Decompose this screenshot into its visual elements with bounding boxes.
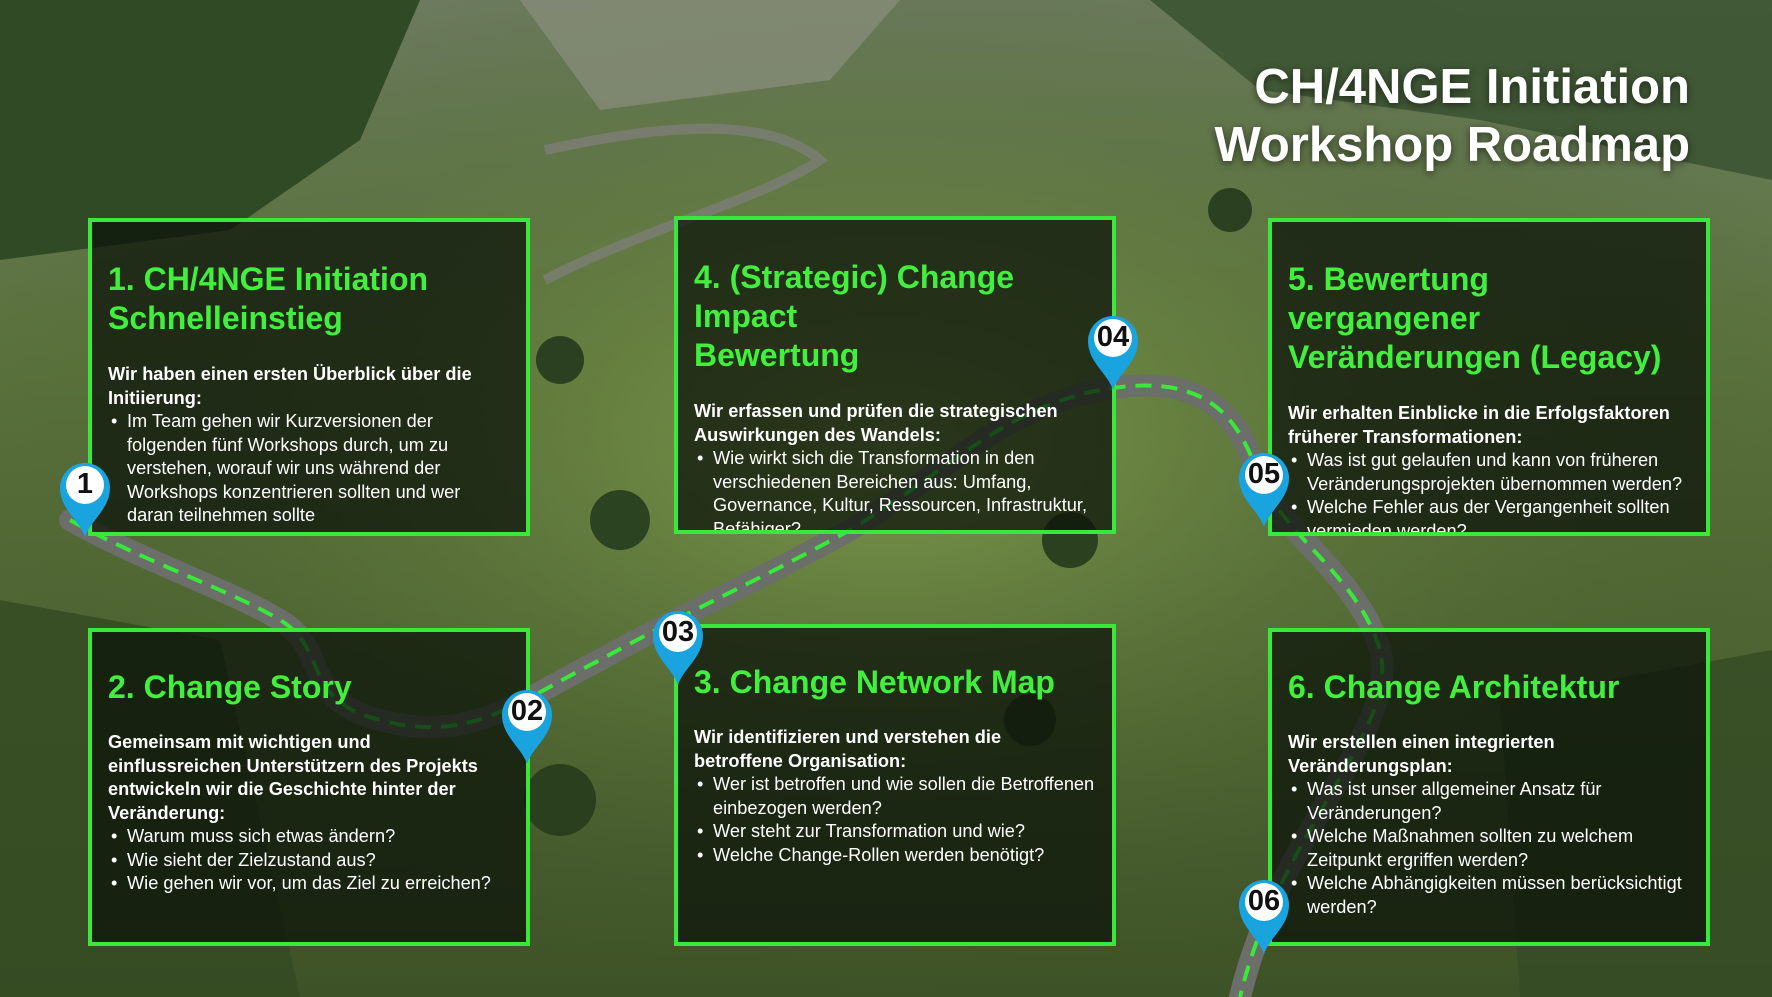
pin-shape-2	[502, 690, 552, 764]
card-5-heading: 5. Bewertung vergangener Veränderungen (…	[1288, 260, 1689, 377]
card-1-bullet-1: Im Team gehen wir Kurzversionen der folg…	[108, 410, 509, 528]
pin-2-label: 02	[510, 695, 544, 727]
pin-shape-4	[1088, 316, 1138, 390]
title-line-2: Workshop Roadmap	[1214, 118, 1690, 172]
map-pin-5-icon: 05	[1233, 447, 1295, 529]
card-1-heading-line-1: 1. CH/4NGE Initiation	[108, 261, 429, 297]
card-4-bullet-1: Wie wirkt sich die Transformation in den…	[694, 447, 1095, 530]
card-6-heading-line-1: 6. Change Architektur	[1288, 669, 1620, 705]
card-3-bullets: Wer ist betroffen und wie sollen die Bet…	[694, 773, 1095, 867]
card-3-bullet-1: Wer ist betroffen und wie sollen die Bet…	[694, 773, 1095, 820]
workshop-card-5: 5. Bewertung vergangener Veränderungen (…	[1268, 218, 1710, 536]
card-5-bullet-2: Welche Fehler aus der Vergangenheit soll…	[1288, 496, 1689, 532]
card-6-heading: 6. Change Architektur	[1288, 668, 1689, 707]
map-pin-2-icon: 02	[496, 684, 558, 766]
card-2-bullet-3: Wie gehen wir vor, um das Ziel zu erreic…	[108, 872, 509, 896]
card-6-bullet-2: Welche Maßnahmen sollten zu welchem Zeit…	[1288, 825, 1689, 872]
card-3-heading-line-1: 3. Change Network Map	[694, 664, 1055, 700]
card-4-heading-line-2: Bewertung	[694, 337, 860, 373]
pin-shape-1	[60, 463, 110, 537]
card-2-bullets: Warum muss sich etwas ändern? Wie sieht …	[108, 825, 509, 896]
card-6-bullet-3: Welche Abhängigkeiten müssen berücksicht…	[1288, 872, 1689, 919]
card-5-heading-line-1: 5. Bewertung vergangener	[1288, 261, 1489, 336]
pin-shape-6	[1239, 880, 1289, 954]
card-3-intro: Wir identifizieren und verstehen die bet…	[694, 727, 1002, 771]
pin-3-label: 03	[661, 616, 695, 648]
card-1-intro: Wir haben einen ersten Überblick über di…	[108, 364, 472, 408]
card-1-heading-line-2: Schnelleinstieg	[108, 300, 343, 336]
title-line-1: CH/4NGE Initiation	[1254, 60, 1690, 114]
card-5-bullets: Was ist gut gelaufen und kann von früher…	[1288, 449, 1689, 532]
map-pin-1-icon: 1	[54, 457, 116, 539]
card-4-bullets: Wie wirkt sich die Transformation in den…	[694, 447, 1095, 530]
card-5-intro: Wir erhalten Einblicke in die Erfolgsfak…	[1288, 403, 1670, 447]
workshop-card-3: 3. Change Network Map Wir identifizieren…	[674, 624, 1116, 946]
map-pin-6-icon: 06	[1233, 874, 1295, 956]
card-2-heading-line-1: 2. Change Story	[108, 669, 352, 705]
pin-shape-3	[653, 611, 703, 685]
workshop-card-1: 1. CH/4NGE Initiation Schnelleinstieg Wi…	[88, 218, 530, 536]
card-1-bullets: Im Team gehen wir Kurzversionen der folg…	[108, 410, 509, 528]
card-3-heading: 3. Change Network Map	[694, 663, 1095, 702]
workshop-card-4: 4. (Strategic) Change Impact Bewertung W…	[674, 216, 1116, 534]
card-6-bullets: Was ist unser allgemeiner Ansatz für Ver…	[1288, 778, 1689, 919]
workshop-card-6: 6. Change Architektur Wir erstellen eine…	[1268, 628, 1710, 946]
roadmap-title: CH/4NGE Initiation Workshop Roadmap	[990, 58, 1690, 174]
card-5-heading-line-2: Veränderungen (Legacy)	[1288, 339, 1662, 375]
pin-5-label: 05	[1247, 458, 1281, 490]
card-3-bullet-2: Wer steht zur Transformation und wie?	[694, 820, 1095, 844]
card-1-heading: 1. CH/4NGE Initiation Schnelleinstieg	[108, 260, 509, 338]
card-2-heading: 2. Change Story	[108, 668, 509, 707]
workshop-card-2: 2. Change Story Gemeinsam mit wichtigen …	[88, 628, 530, 946]
pin-1-label: 1	[76, 468, 94, 500]
card-6-intro: Wir erstellen einen integrierten Verände…	[1288, 732, 1555, 776]
card-2-bullet-1: Warum muss sich etwas ändern?	[108, 825, 509, 849]
card-5-bullet-1: Was ist gut gelaufen und kann von früher…	[1288, 449, 1689, 496]
card-3-bullet-3: Welche Change-Rollen werden benötigt?	[694, 844, 1095, 868]
card-2-intro: Gemeinsam mit wichtigen und einflussreic…	[108, 732, 478, 823]
card-4-heading: 4. (Strategic) Change Impact Bewertung	[694, 258, 1095, 375]
pin-4-label: 04	[1096, 321, 1130, 353]
card-4-intro: Wir erfassen und prüfen die strategische…	[694, 401, 1058, 445]
card-6-bullet-1: Was ist unser allgemeiner Ansatz für Ver…	[1288, 778, 1689, 825]
map-pin-4-icon: 04	[1082, 310, 1144, 392]
card-2-bullet-2: Wie sieht der Zielzustand aus?	[108, 849, 509, 873]
card-4-heading-line-1: 4. (Strategic) Change Impact	[694, 259, 1015, 334]
pin-6-label: 06	[1247, 885, 1281, 917]
map-pin-3-icon: 03	[647, 605, 709, 687]
pin-shape-5	[1239, 453, 1289, 527]
